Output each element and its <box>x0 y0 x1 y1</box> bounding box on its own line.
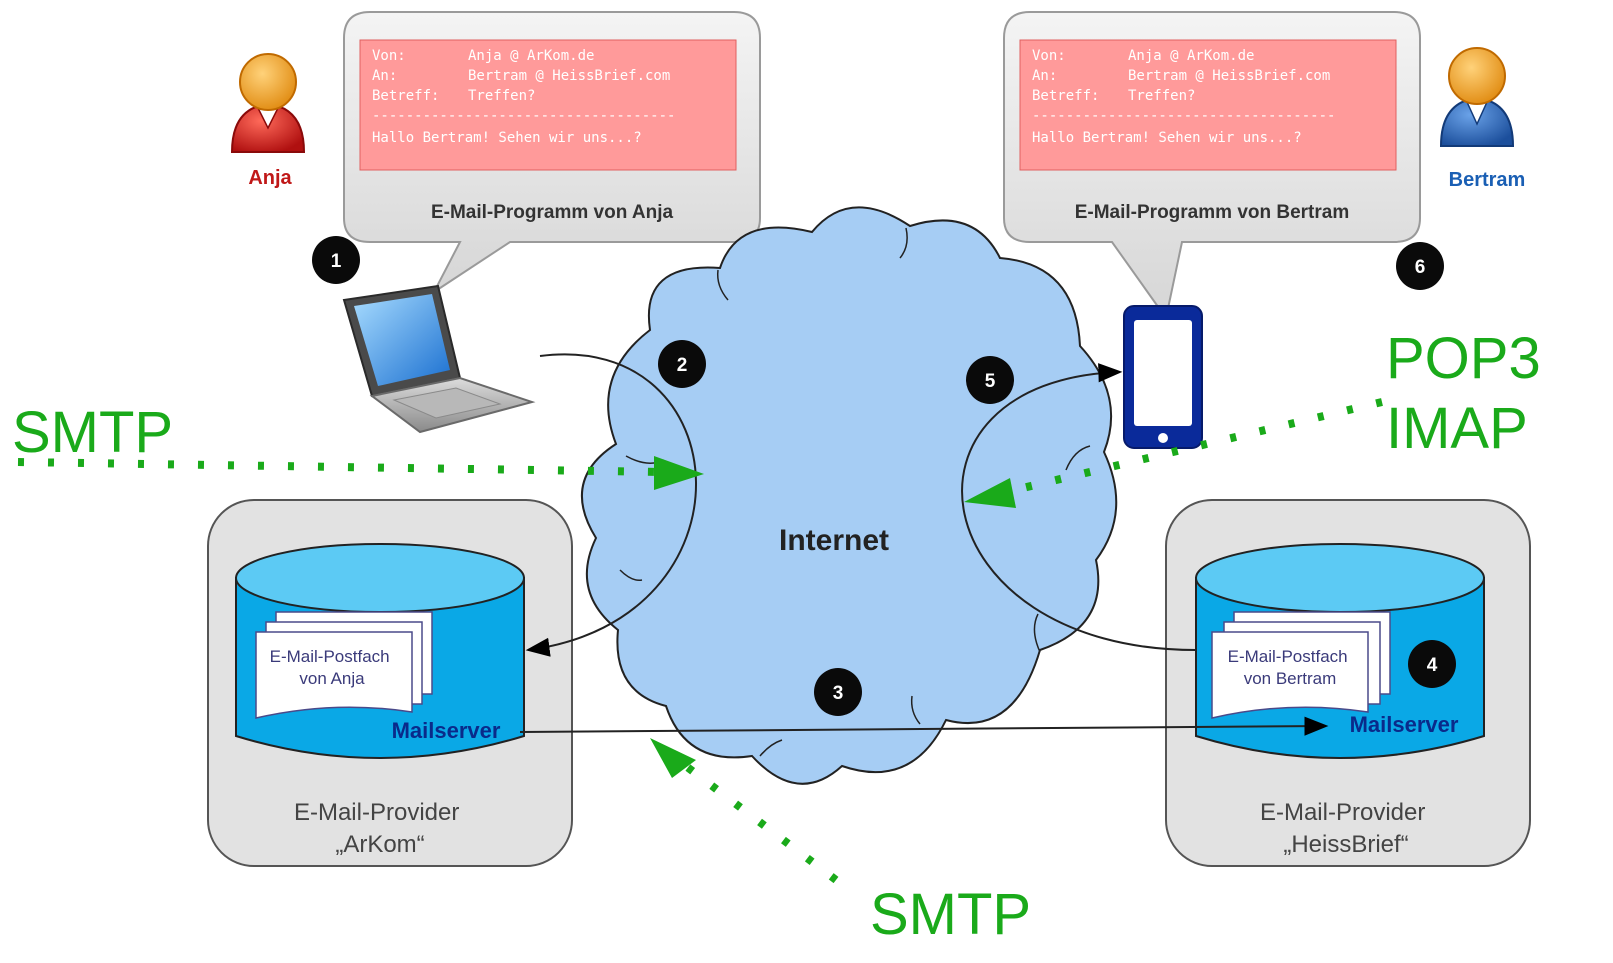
step-badge-3: 3 <box>814 668 862 716</box>
svg-text:E-Mail-Provider „ArKom“: E-Mail-Provider „ArKom“ <box>294 799 466 858</box>
step-badge-4: 4 <box>1408 640 1456 688</box>
provider-arkom-box: E-Mail-Postfach von Anja Mailserver E-Ma… <box>207 499 573 867</box>
anja-email-header-panel <box>359 39 737 171</box>
heissbrief-provider-line2: „HeissBrief“ <box>1283 831 1408 858</box>
bertram-person-icon <box>1439 47 1515 147</box>
heissbrief-mailbox-line2: von Bertram <box>1244 669 1337 688</box>
bertram-email-header-panel <box>1019 39 1397 171</box>
arkom-provider-line2: „ArKom“ <box>335 831 424 858</box>
anja-message-body: Hallo Bertram! Sehen wir uns...? <box>372 130 642 146</box>
imap-label: IMAP <box>1386 396 1528 461</box>
smartphone-icon <box>1123 305 1203 449</box>
anja-to-label: An: <box>372 68 397 84</box>
bertram-from-label: Von: <box>1032 48 1066 64</box>
anja-person-icon <box>230 53 306 153</box>
bertram-label: Bertram <box>1449 169 1526 191</box>
pop3-label: POP3 <box>1386 326 1541 391</box>
svg-text:E-Mail-Postfach von Anja: E-Mail-Postfach von Anja <box>270 647 395 688</box>
step-2-number: 2 <box>677 355 688 376</box>
smtp-left-arrowhead <box>654 456 704 490</box>
step-3-number: 3 <box>833 683 844 704</box>
svg-text:Von: Anja @ ArKom.de: Von: Anja @ ArKom.de An: Bertram @ Heiss… <box>372 48 684 146</box>
bertram-subject-label: Betreff: <box>1032 88 1099 104</box>
bertram-to-label: An: <box>1032 68 1057 84</box>
smtp-bottom-arrowhead <box>650 738 696 778</box>
anja-email-client-caption: E-Mail-Programm von Anja <box>431 202 674 223</box>
svg-text:E-Mail-Provider „HeissBr: E-Mail-Provider „HeissBrief“ <box>1260 799 1432 858</box>
heissbrief-mailbox-line1: E-Mail-Postfach <box>1228 647 1348 666</box>
step-4-number: 4 <box>1427 655 1438 676</box>
step-badge-1: 1 <box>312 236 360 284</box>
smtp-left-label: SMTP <box>12 400 173 465</box>
heissbrief-mailserver-label: Mailserver <box>1350 712 1459 737</box>
step-5-number: 5 <box>985 371 996 392</box>
bertram-email-client-caption: E-Mail-Programm von Bertram <box>1075 202 1350 223</box>
anja-email-client-bubble: Von: Anja @ ArKom.de An: Bertram @ Heiss… <box>343 11 761 295</box>
pop3-imap-dotted-line <box>1005 398 1383 496</box>
anja-subject-value: Treffen? <box>468 88 535 104</box>
anja-from-label: Von: <box>372 48 406 64</box>
step-6-number: 6 <box>1415 257 1426 278</box>
step-badge-6: 6 <box>1396 242 1444 290</box>
protocol-arrows <box>17 398 1383 884</box>
anja-separator: ------------------------------------ <box>372 108 675 124</box>
smtp-bottom-label: SMTP <box>870 882 1031 947</box>
step-badge-2: 2 <box>658 340 706 388</box>
arkom-mailbox-doc <box>255 631 413 719</box>
svg-text:Von: Anja @ ArKom.de: Von: Anja @ ArKom.de An: Bertram @ Heiss… <box>1032 48 1344 146</box>
internet-label: Internet <box>779 524 889 557</box>
flow-arrow-arkom-to-heissbrief <box>519 716 1329 736</box>
svg-text:E-Mail-Postfach von Bert: E-Mail-Postfach von Bertram <box>1228 647 1353 688</box>
arkom-provider-line1: E-Mail-Provider <box>294 799 459 826</box>
heissbrief-provider-line1: E-Mail-Provider <box>1260 799 1425 826</box>
bertram-message-body: Hallo Bertram! Sehen wir uns...? <box>1032 130 1302 146</box>
bertram-separator: ------------------------------------ <box>1032 108 1335 124</box>
provider-heissbrief-box: E-Mail-Postfach von Bertram Mailserver E… <box>1165 499 1531 867</box>
step-badge-5: 5 <box>966 356 1014 404</box>
smtp-bottom-dotted-line <box>675 756 839 884</box>
internet-cloud-icon <box>580 206 1118 785</box>
heissbrief-mailbox-doc <box>1211 631 1369 719</box>
anja-label: Anja <box>248 167 292 189</box>
arkom-mailbox-line2: von Anja <box>299 669 365 688</box>
bertram-subject-value: Treffen? <box>1128 88 1195 104</box>
arkom-mailbox-line1: E-Mail-Postfach <box>270 647 390 666</box>
pop3-imap-arrowhead <box>964 478 1016 508</box>
bertram-email-client-bubble: Von: Anja @ ArKom.de An: Bertram @ Heiss… <box>1003 11 1421 321</box>
bertram-from-value: Anja @ ArKom.de <box>1128 48 1254 64</box>
step-1-number: 1 <box>331 251 342 272</box>
anja-to-value: Bertram @ HeissBrief.com <box>468 68 670 84</box>
flow-arrow-heissbrief-to-phone <box>961 363 1197 651</box>
arkom-mailserver-label: Mailserver <box>392 718 501 743</box>
bertram-to-value: Bertram @ HeissBrief.com <box>1128 68 1330 84</box>
anja-from-value: Anja @ ArKom.de <box>468 48 594 64</box>
flow-arrow-laptop-to-arkom <box>525 353 697 657</box>
laptop-icon <box>342 284 536 434</box>
anja-subject-label: Betreff: <box>372 88 439 104</box>
